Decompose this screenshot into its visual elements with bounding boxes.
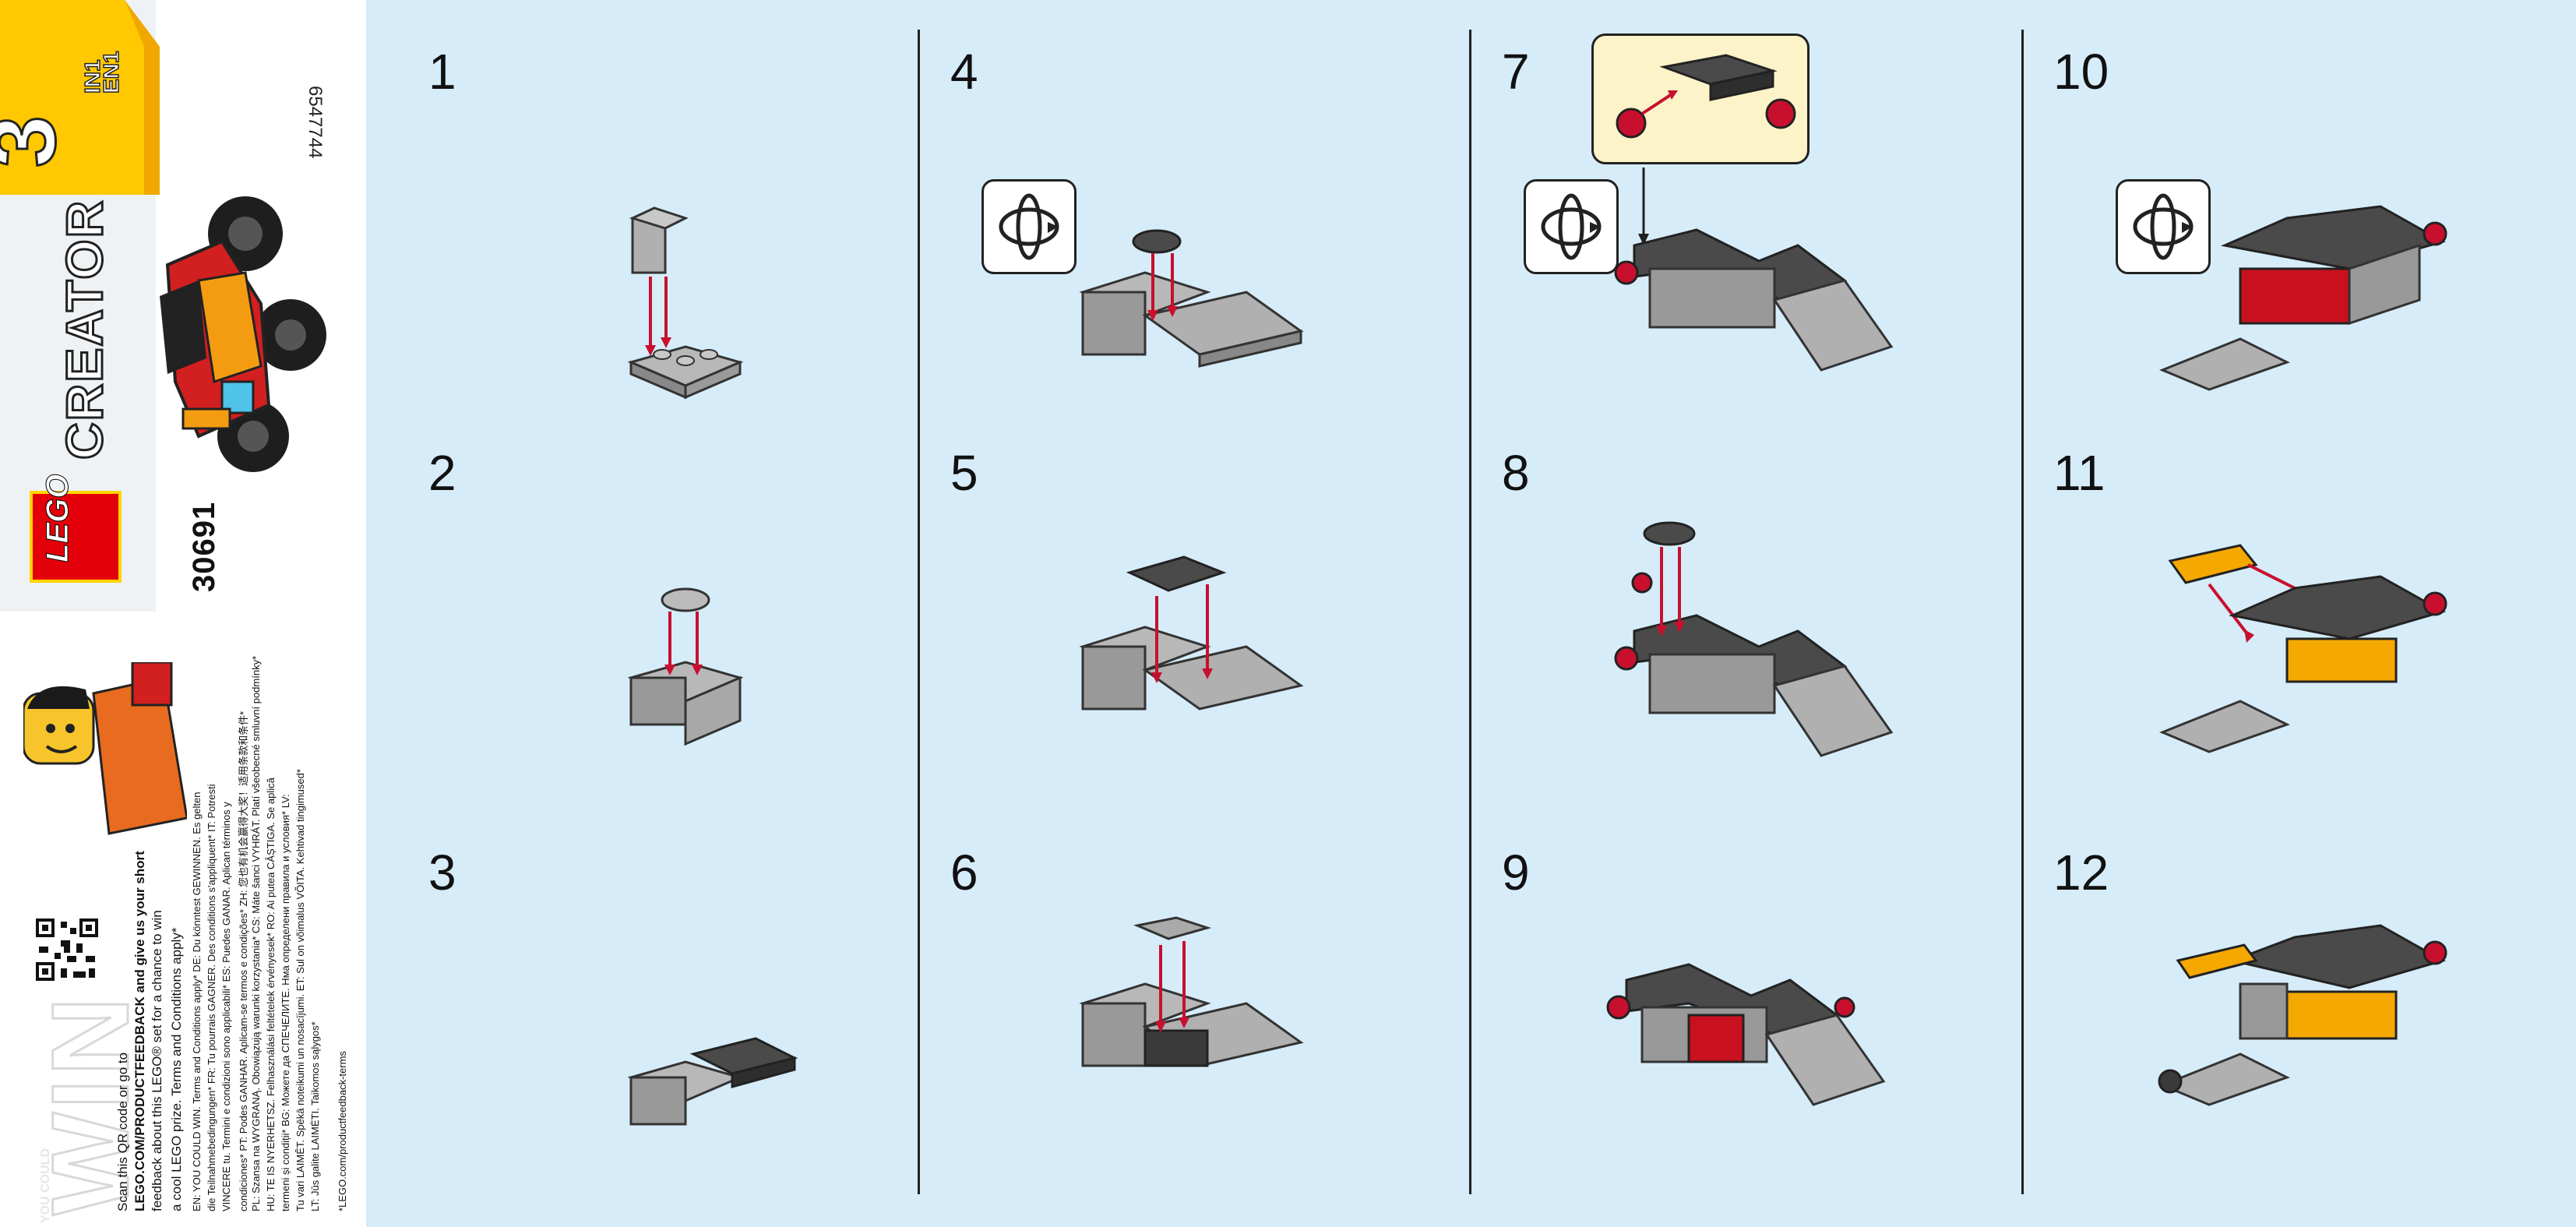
step-number: 11 [2053,445,2106,501]
subassembly-callout [1591,33,1810,164]
cover-strip: 3 IN1 EN1 CREATOR LEGO 30691 6547744 [0,0,366,1227]
legal-line: LT: Jūs galite LAIMĖTI. Taikomos sąlygos… [309,1021,321,1211]
feedback-line-4: a cool LEGO prize. Terms and Conditions … [169,927,184,1211]
step-3: 3 [428,844,935,1225]
step-2-build-illustration [627,587,744,746]
step-number: 5 [950,445,978,501]
legal-line: termeni și condiții* BG: Можете да СПЕЧЕ… [280,794,291,1211]
legal-line: VINCERE tu. Termini e condizioni sono ap… [220,802,232,1211]
legal-terms-link[interactable]: *LEGO.com/productfeedback-terms [337,1051,348,1211]
step-6: 6 [950,844,1457,1225]
step-12: 12 [2053,844,2560,1225]
badge-in1: IN1 [80,59,104,93]
rotate-model-icon [1524,179,1619,274]
3in1-badge-icon: 3 IN1 EN1 [0,0,160,195]
legal-line: condiciones* PT: Podes GANHAR. Aplicam-s… [238,710,249,1211]
step-4-build-illustration [1079,229,1304,368]
column-divider [918,30,920,1194]
step-number: 8 [1502,445,1530,501]
step-number: 6 [950,844,978,901]
lego-logo-icon [30,491,122,583]
instruction-steps: 1 2 [366,0,2576,1227]
step-7: 7 [1502,33,2008,425]
minifigure-illustration [23,662,187,835]
step-number: 2 [428,445,456,501]
step-4: 4 [950,43,1457,425]
step-10: 10 [2053,43,2560,425]
step-9-build-illustration [1606,963,1886,1106]
brand-wordmark: CREATOR [55,198,115,460]
step-6-build-illustration [1079,916,1304,1067]
legal-line: PL: Szansa na WYGRANĄ. Obowiązują warunk… [250,655,262,1211]
qr-code-icon[interactable] [33,915,101,984]
step-1-build-illustration [627,206,744,400]
step-5-build-illustration [1079,555,1304,710]
set-number: 30691 [187,501,221,592]
rotate-model-icon [981,179,1077,274]
step-number: 9 [1502,844,1530,901]
column-divider [1469,30,1471,1194]
set-code: 6547744 [305,86,326,159]
step-12-build-illustration [2158,924,2447,1106]
badge-number: 3 [0,115,75,167]
step-10-build-illustration [2159,205,2447,391]
step-number: 12 [2053,844,2109,901]
step-8-build-illustration [1614,521,1894,757]
step-number: 10 [2053,44,2109,100]
step-3-build-illustration [627,1037,798,1126]
step-number: 7 [1502,44,1530,100]
legal-line: die Teilnahmebedingungen* FR: Tu pourrai… [206,784,217,1211]
column-divider [2021,30,2024,1194]
feedback-line-1: Scan this QR code or go to [115,1052,130,1211]
step-number: 4 [950,44,978,100]
rotate-model-icon [2116,179,2211,274]
step-7-build-illustration [1614,167,1894,372]
step-8: 8 [1502,444,2008,826]
badge-en1: EN1 [99,51,123,93]
step-number: 3 [428,844,456,901]
legal-line: EN: YOU COULD WIN. Terms and Conditions … [191,792,203,1212]
step-11: 11 [2053,444,2560,826]
legal-line: HU: TE IS NYERHETSZ. Felhasználási felté… [265,777,277,1211]
step-5: 5 [950,444,1457,826]
step-number: 1 [428,44,456,100]
feedback-line-3: feedback about this LEGO® set for a chan… [150,910,164,1211]
lego-logo-text: LEGO [41,474,76,562]
step-9: 9 [1502,844,2008,1225]
legal-line: Tu vari LAIMĒT. Spēkā noteikumi un nosac… [294,769,306,1211]
step-11-build-illustration [2159,544,2447,753]
step-2: 2 [428,444,935,826]
cover-model-illustration [160,196,326,472]
feedback-line-2: LEGO.COM/PRODUCTFEEDBACK and give us you… [132,851,147,1211]
step-1: 1 [428,43,935,425]
